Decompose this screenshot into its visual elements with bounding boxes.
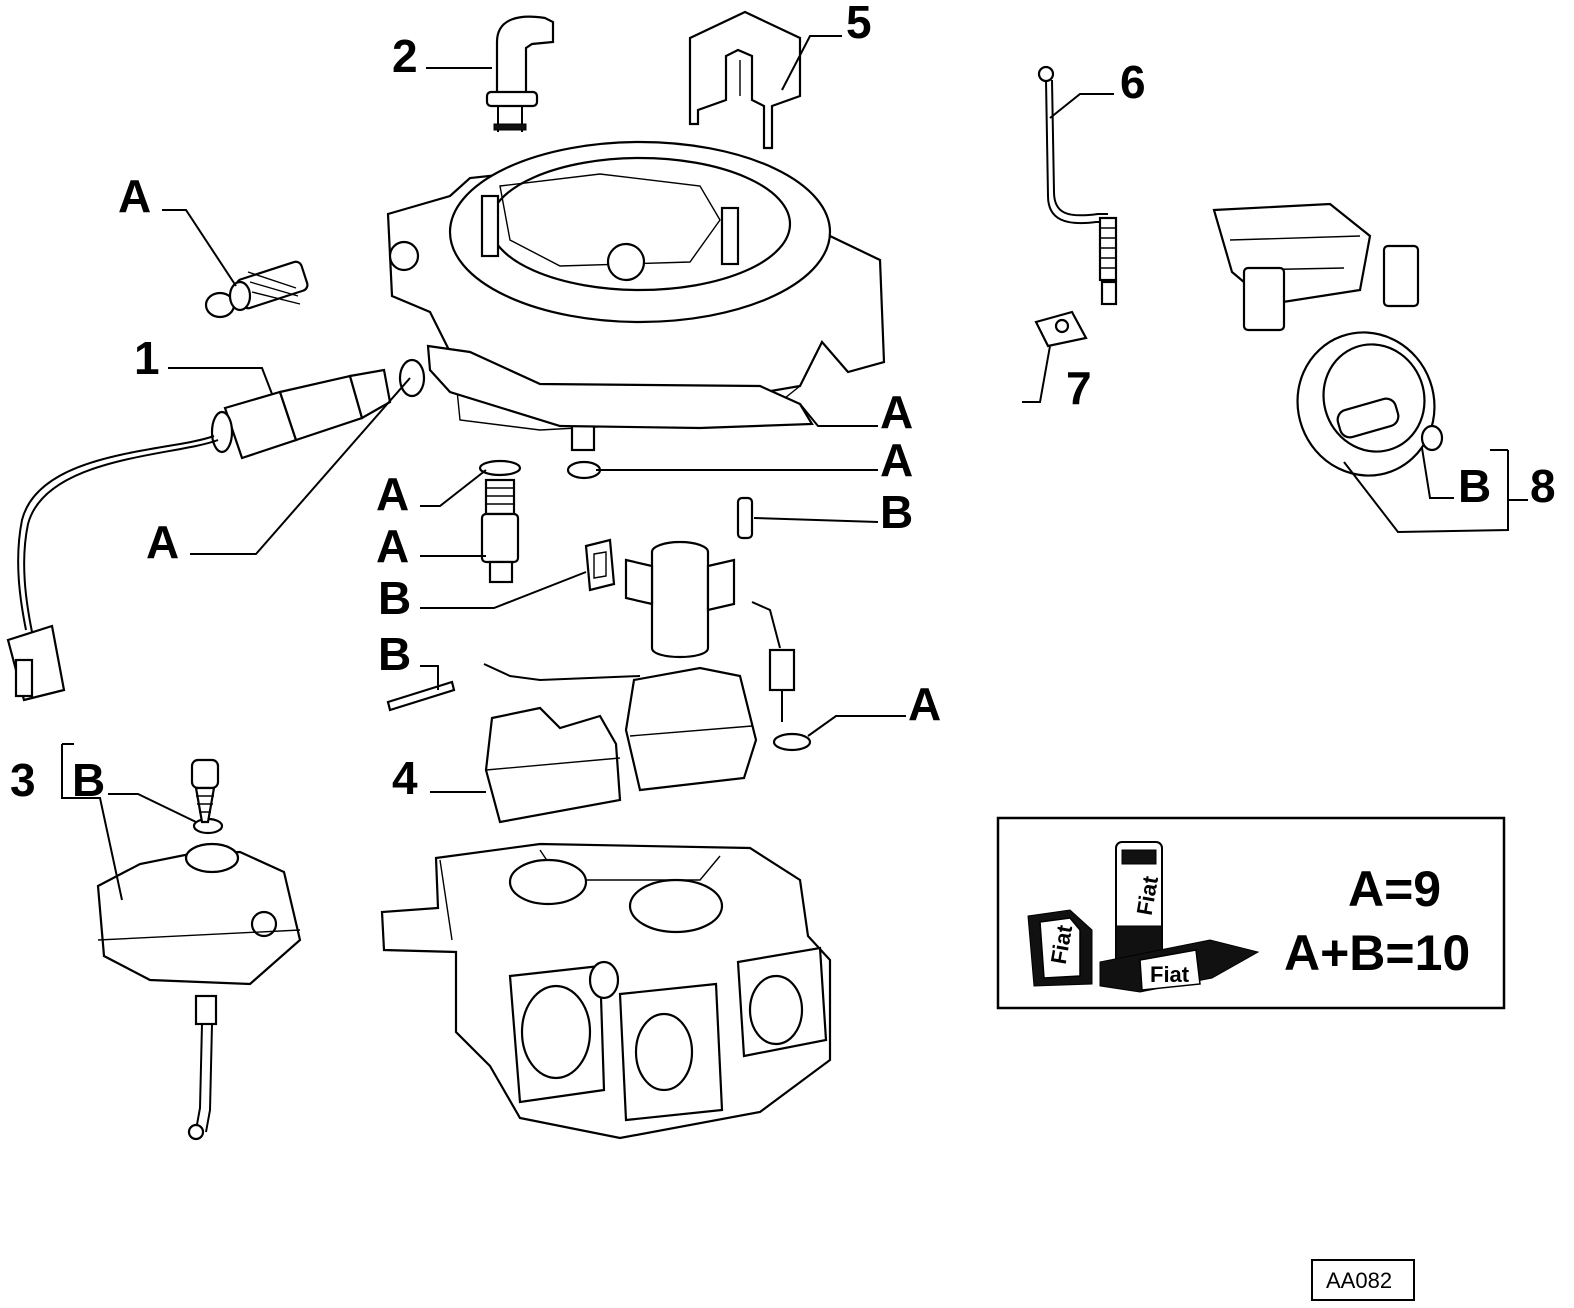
clip-drawing	[1034, 310, 1088, 348]
kit-legend: Fiat Fiat Fiat A=9 A+B=10	[996, 816, 1506, 1010]
callout-b-actuator-washer: B	[1458, 460, 1491, 512]
reference-code: AA082	[1326, 1268, 1392, 1293]
vacuum-actuator-drawing	[1212, 202, 1444, 477]
callout-a-filter: A	[118, 170, 151, 222]
cover-cap-drawing	[688, 10, 802, 150]
elbow-fitting-drawing	[485, 15, 555, 132]
callout-a-pump-washer: A	[908, 678, 941, 730]
callout-a-solenoid-washer: A	[146, 516, 179, 568]
callout-3: 3	[10, 754, 36, 806]
float-pin-drawing	[386, 680, 456, 712]
callout-b-pump-washer: B	[72, 754, 105, 806]
fiat-kit-icon: Fiat Fiat Fiat	[1027, 841, 1260, 993]
callout-b-clip: B	[378, 572, 411, 624]
venturi-insert-drawing	[624, 540, 736, 658]
callout-7: 7	[1066, 362, 1092, 414]
callout-b-pin: B	[880, 486, 913, 538]
gasket-drawing	[426, 344, 814, 430]
callout-8: 8	[1530, 460, 1556, 512]
pump-lever-drawing	[751, 601, 796, 722]
wire-rod-drawing	[1037, 65, 1118, 306]
callout-a-needle: A	[376, 520, 409, 572]
fuel-filter-drawing	[204, 260, 309, 319]
callout-2: 2	[392, 30, 418, 82]
callout-b-float-pin: B	[378, 628, 411, 680]
brand-text-box-right: Fiat	[1150, 962, 1190, 987]
callout-a-washer: A	[880, 434, 913, 486]
accelerator-pump-drawing	[96, 758, 302, 1141]
solenoid-valve-drawing	[6, 358, 426, 702]
leader-lines	[61, 35, 1528, 901]
spring-clip-drawing	[584, 538, 616, 592]
float-drawing	[483, 663, 758, 824]
callout-a-gasket: A	[880, 386, 913, 438]
carburetor-cover-drawing	[386, 140, 886, 452]
callout-a-needle-washer: A	[376, 468, 409, 520]
washers-drawing	[192, 460, 812, 835]
reference-code-box: AA082	[1311, 1259, 1415, 1301]
callout-5: 5	[846, 0, 872, 48]
callout-4: 4	[392, 752, 418, 804]
small-pin-drawing	[736, 496, 754, 540]
callout-1: 1	[134, 332, 160, 384]
callout-6: 6	[1120, 56, 1146, 108]
legend-kit-ab: A+B=10	[1284, 925, 1470, 981]
needle-valve-drawing	[478, 459, 522, 584]
carburetor-base-drawing	[380, 842, 832, 1140]
legend-kit-a: A=9	[1348, 861, 1441, 917]
